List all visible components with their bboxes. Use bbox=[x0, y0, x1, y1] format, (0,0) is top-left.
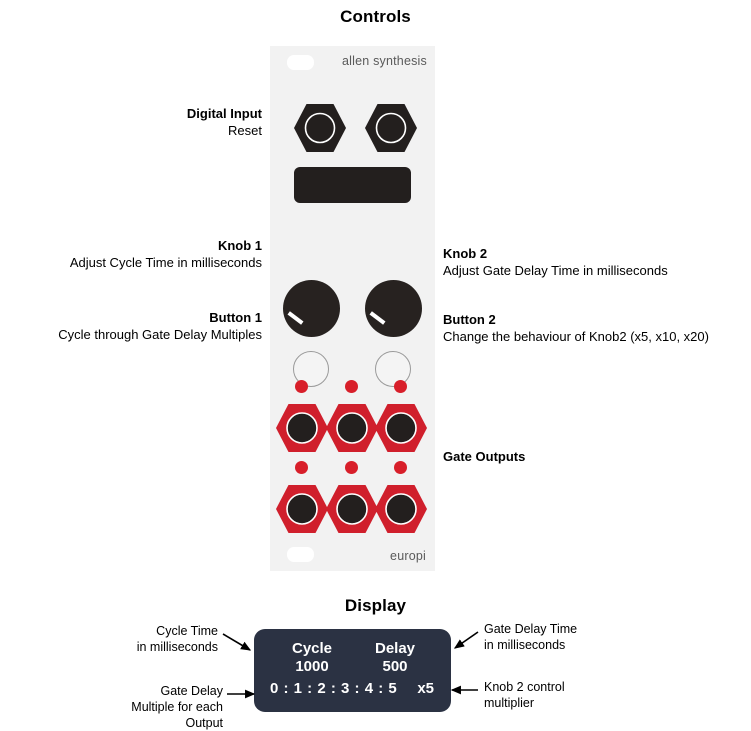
annotation-arrows bbox=[0, 0, 751, 727]
